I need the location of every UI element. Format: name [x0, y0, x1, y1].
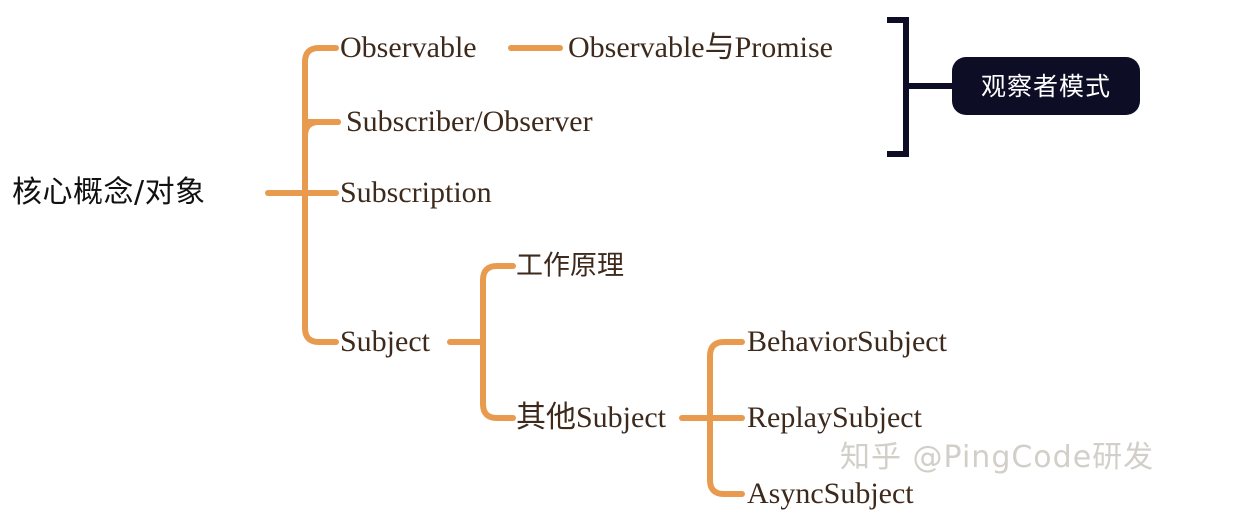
- wire-to-other-subject: [480, 401, 516, 421]
- wire-to-behavior-subject: [707, 339, 745, 359]
- watermark: 知乎 @PingCode研发: [840, 440, 1155, 475]
- observer-pattern-badge[interactable]: 观察者模式: [952, 57, 1140, 115]
- node-replay-subject[interactable]: ReplaySubject: [747, 401, 922, 434]
- wire-to-observable: [302, 45, 339, 65]
- observer-pattern-badge-label: 观察者模式: [980, 71, 1111, 101]
- root-node-label[interactable]: 核心概念/对象: [12, 175, 206, 210]
- node-subscriber-observer[interactable]: Subscriber/Observer: [346, 105, 593, 138]
- node-behavior-subject[interactable]: BehaviorSubject: [747, 325, 947, 358]
- node-async-subject[interactable]: AsyncSubject: [747, 477, 914, 510]
- wire-to-working-principle: [480, 263, 516, 283]
- wire-to-subject: [302, 325, 339, 345]
- node-observable-promise[interactable]: Observable与Promise: [568, 31, 833, 64]
- wire-to-async-subject: [707, 477, 745, 497]
- bracket-shape: [887, 17, 909, 157]
- node-observable[interactable]: Observable: [340, 31, 477, 64]
- node-subject[interactable]: Subject: [340, 325, 430, 358]
- wire-to-subscriber-curve: [302, 119, 341, 139]
- node-other-subject[interactable]: 其他Subject: [516, 401, 666, 434]
- node-subscription[interactable]: Subscription: [340, 176, 492, 209]
- node-working-principle[interactable]: 工作原理: [516, 250, 624, 282]
- group-bracket: [887, 17, 955, 157]
